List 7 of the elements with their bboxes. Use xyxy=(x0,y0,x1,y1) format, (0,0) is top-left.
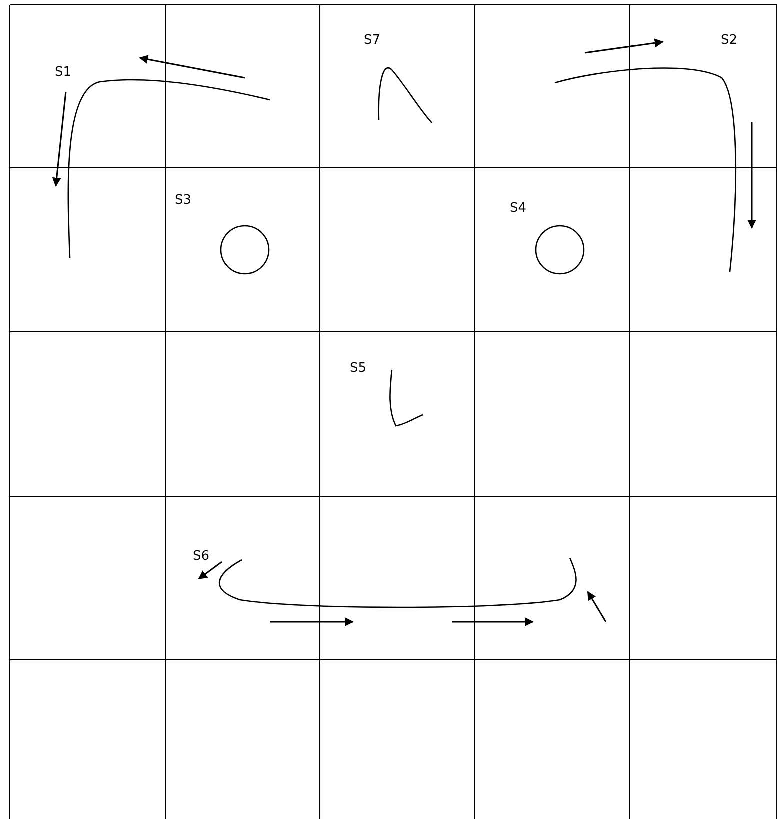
stroke-label: S3 xyxy=(175,194,192,207)
stroke-label: S1 xyxy=(55,66,72,79)
stroke-label: S4 xyxy=(510,202,527,215)
stroke-label: S6 xyxy=(193,550,210,563)
stroke-label: S7 xyxy=(364,34,381,47)
stroke-label: S2 xyxy=(721,34,738,47)
stroke-label: S5 xyxy=(350,362,367,375)
